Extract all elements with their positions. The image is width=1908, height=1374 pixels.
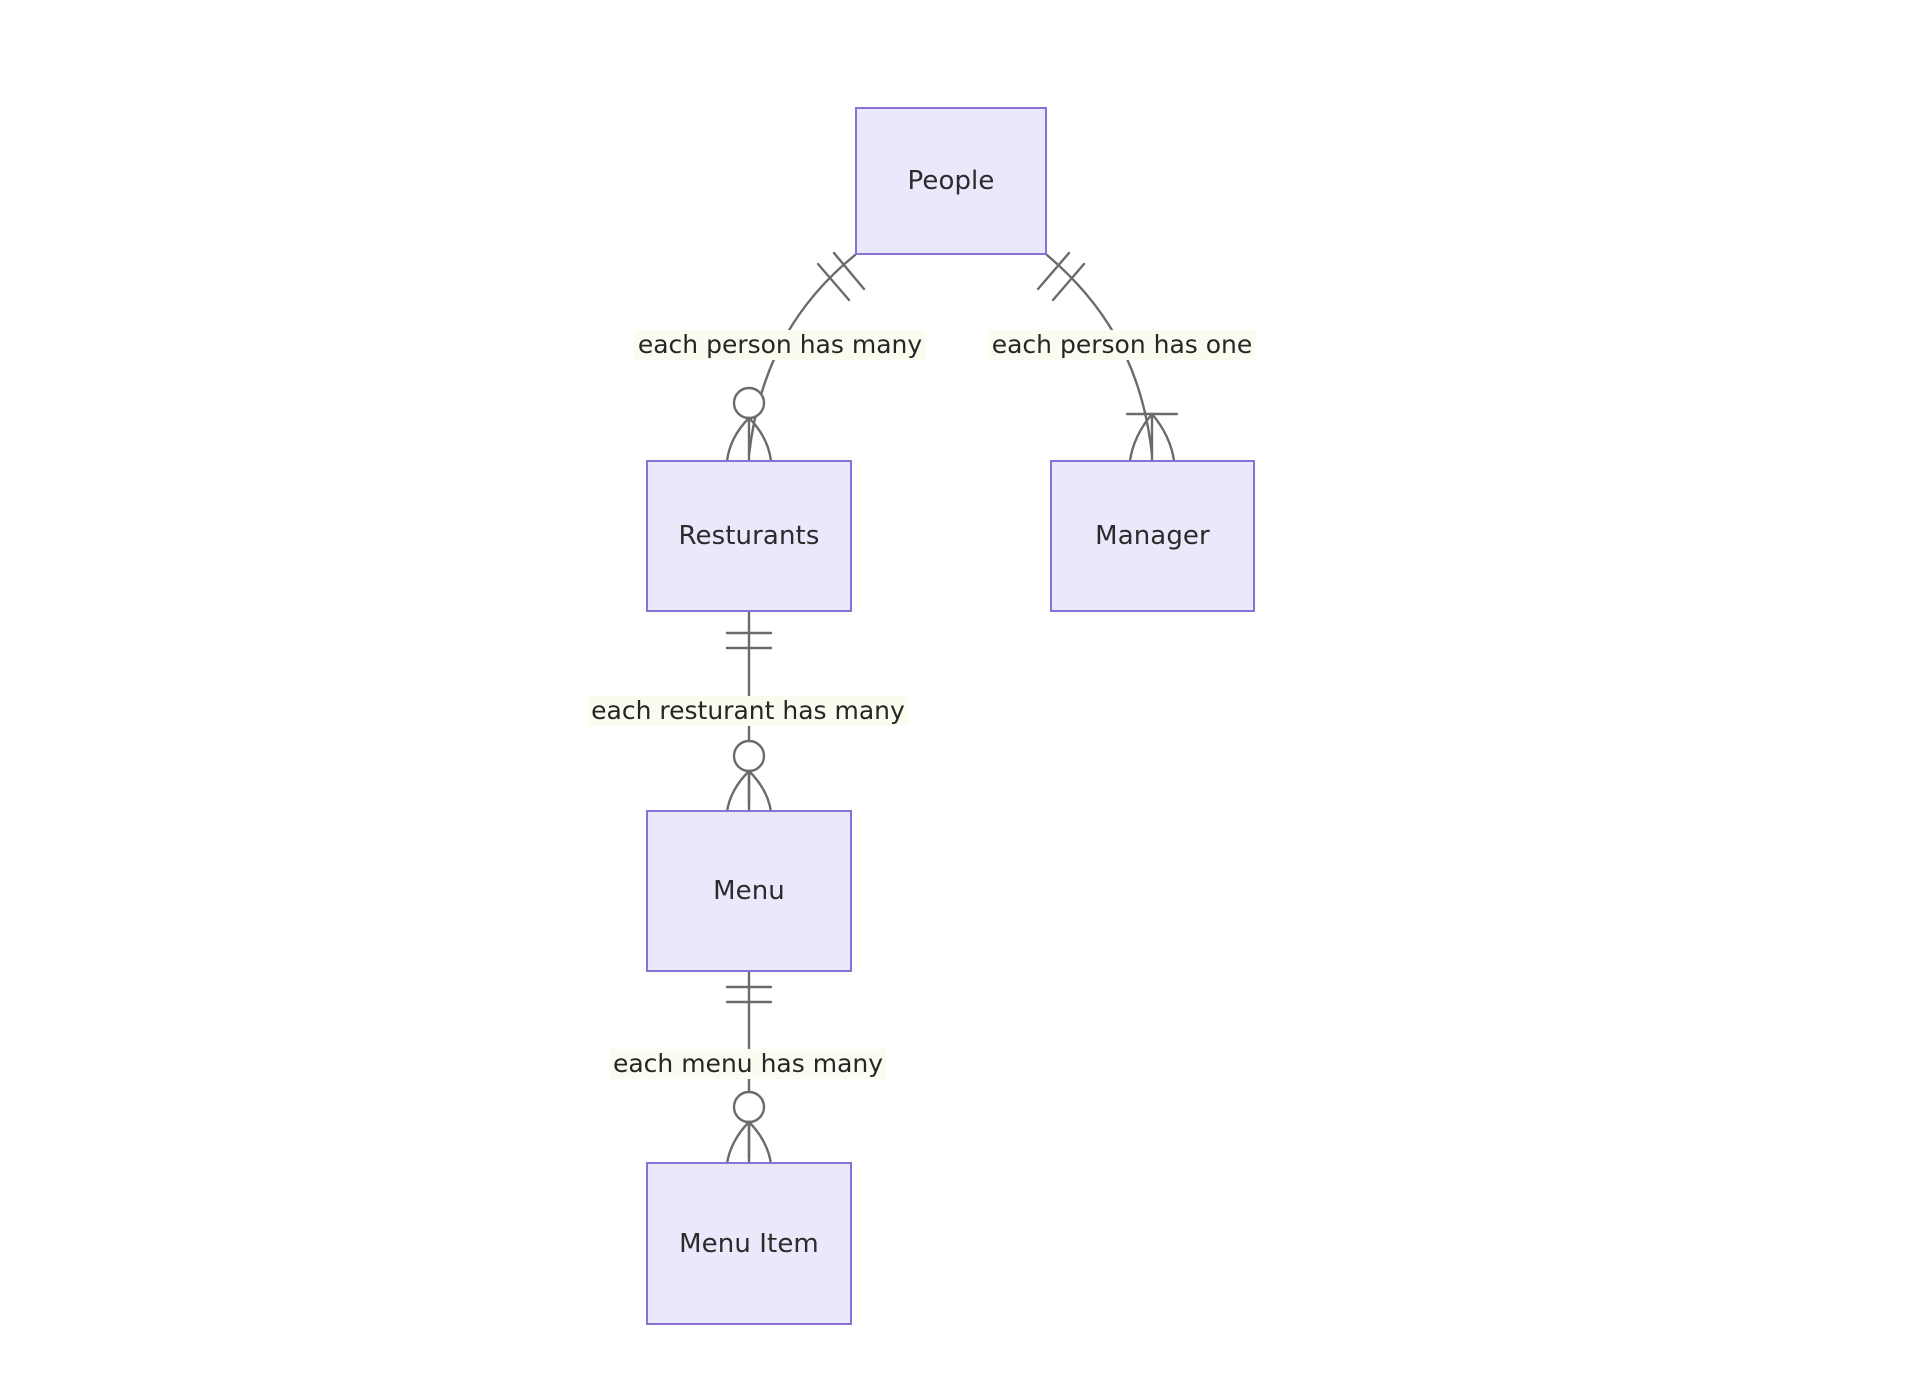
cardinality-one-or-many-manager xyxy=(1125,412,1179,464)
relationship-label-menu-menuitem: each menu has many xyxy=(609,1049,887,1079)
entity-manager[interactable]: Manager xyxy=(1050,460,1255,612)
cardinality-zero-or-many-menuitem xyxy=(725,1090,773,1166)
entity-menu[interactable]: Menu xyxy=(646,810,852,972)
relationship-label-resturants-menu: each resturant has many xyxy=(588,696,908,726)
cardinality-one-and-only-one-resturants-menu xyxy=(725,631,773,650)
entity-resturants[interactable]: Resturants xyxy=(646,460,852,612)
cardinality-one-and-only-one-people-manager xyxy=(1036,251,1086,302)
entity-label-menu: Menu xyxy=(713,876,785,906)
cardinality-zero-or-many-menu xyxy=(725,739,773,814)
entity-label-resturants: Resturants xyxy=(678,521,820,551)
entity-label-people: People xyxy=(907,166,995,196)
cardinality-one-and-only-one-menu-menuitem xyxy=(725,985,773,1004)
entity-menu-item[interactable]: Menu Item xyxy=(646,1162,852,1325)
entity-people[interactable]: People xyxy=(855,107,1047,255)
cardinality-one-and-only-one-people-resturants xyxy=(816,251,866,302)
entity-label-manager: Manager xyxy=(1095,521,1210,551)
relationship-label-people-resturants: each person has many xyxy=(634,330,926,360)
cardinality-zero-or-many-resturants xyxy=(725,386,773,464)
relationship-label-people-manager: each person has one xyxy=(988,330,1256,360)
entity-label-menu-item: Menu Item xyxy=(679,1228,819,1259)
